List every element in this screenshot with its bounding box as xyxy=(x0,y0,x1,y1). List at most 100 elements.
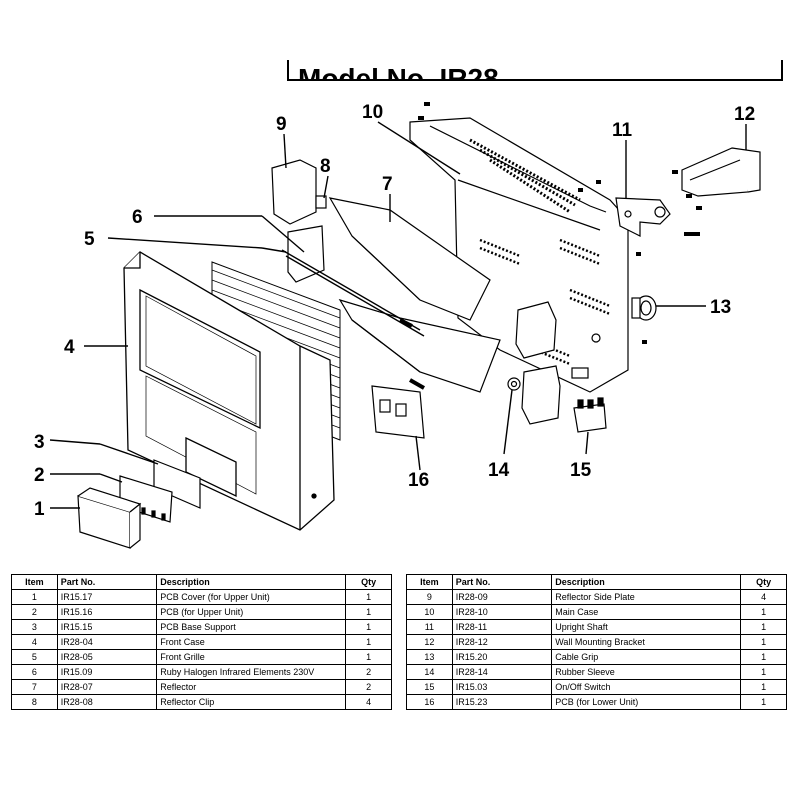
cell-qty: 1 xyxy=(740,604,787,620)
cell-description: On/Off Switch xyxy=(551,679,742,695)
cell-part-no: IR15.23 xyxy=(451,694,553,710)
cell-description: Ruby Halogen Infrared Elements 230V xyxy=(156,664,347,680)
pcb-base-support xyxy=(153,459,201,509)
reflector-clip xyxy=(315,195,327,209)
cell-description: Front Grille xyxy=(156,649,347,665)
callout-16: 16 xyxy=(408,470,429,491)
cell-qty: 1 xyxy=(740,634,787,650)
header-item: Item xyxy=(406,574,453,590)
exploded-parts-diagram: Model No. IR28 xyxy=(34,60,783,549)
cell-item: 14 xyxy=(406,664,453,680)
cell-description: Reflector Side Plate xyxy=(551,589,742,605)
cell-item: 7 xyxy=(11,679,58,695)
cell-part-no: IR28-11 xyxy=(451,619,553,635)
callout-5: 5 xyxy=(84,229,95,250)
header-qty: Qty xyxy=(345,574,392,590)
cell-qty: 1 xyxy=(740,679,787,695)
cell-item: 10 xyxy=(406,604,453,620)
cell-qty: 1 xyxy=(345,619,392,635)
callout-labels: 1 2 3 4 5 6 7 8 9 10 11 12 13 14 15 16 xyxy=(34,102,755,520)
header-part-no: Part No. xyxy=(451,574,553,590)
cell-item: 1 xyxy=(11,589,58,605)
callout-8: 8 xyxy=(320,156,331,177)
front-case xyxy=(123,251,335,531)
cell-qty: 1 xyxy=(345,589,392,605)
header-description: Description xyxy=(551,574,742,590)
cell-part-no: IR28-04 xyxy=(56,634,158,650)
callout-1: 1 xyxy=(34,499,45,520)
cell-part-no: IR15.17 xyxy=(56,589,158,605)
cell-part-no: IR28-10 xyxy=(451,604,553,620)
cell-description: Wall Mounting Bracket xyxy=(551,634,742,650)
header-qty: Qty xyxy=(740,574,787,590)
callout-14: 14 xyxy=(488,460,510,481)
cell-description: Reflector Clip xyxy=(156,694,347,710)
reflector-side-plates xyxy=(271,159,561,425)
cell-item: 12 xyxy=(406,634,453,650)
callout-6: 6 xyxy=(132,207,143,228)
rubber-sleeve xyxy=(507,377,521,391)
pcb-lower-unit xyxy=(371,385,425,439)
callout-10: 10 xyxy=(362,102,383,123)
callout-13: 13 xyxy=(710,297,731,318)
cell-qty: 1 xyxy=(345,634,392,650)
cell-part-no: IR28-05 xyxy=(56,649,158,665)
callout-9: 9 xyxy=(276,114,287,135)
cell-qty: 1 xyxy=(740,694,787,710)
cell-qty: 4 xyxy=(740,589,787,605)
callout-12: 12 xyxy=(734,104,755,125)
callout-3: 3 xyxy=(34,432,45,453)
cell-qty: 2 xyxy=(345,679,392,695)
table-header-row: Item Part No. Description Qty xyxy=(406,574,787,590)
cell-part-no: IR15.09 xyxy=(56,664,158,680)
model-title: Model No. IR28 xyxy=(298,63,499,94)
cell-qty: 1 xyxy=(740,649,787,665)
pcb-upper-unit xyxy=(119,475,173,523)
cell-item: 2 xyxy=(11,604,58,620)
halogen-elements xyxy=(281,249,425,390)
cell-part-no: IR28-07 xyxy=(56,679,158,695)
cell-item: 4 xyxy=(11,634,58,650)
cell-part-no: IR15.15 xyxy=(56,619,158,635)
callout-7: 7 xyxy=(382,174,393,195)
cell-item: 9 xyxy=(406,589,453,605)
callout-15: 15 xyxy=(570,460,592,481)
cell-description: Front Case xyxy=(156,634,347,650)
header-part-no: Part No. xyxy=(56,574,158,590)
cell-description: Upright Shaft xyxy=(551,619,742,635)
header-item: Item xyxy=(11,574,58,590)
screws xyxy=(418,102,702,344)
cell-item: 13 xyxy=(406,649,453,665)
cell-part-no: IR28-12 xyxy=(451,634,553,650)
callout-2: 2 xyxy=(34,465,45,486)
cell-part-no: IR28-14 xyxy=(451,664,553,680)
callout-11: 11 xyxy=(612,120,633,141)
callout-4: 4 xyxy=(64,337,75,358)
cell-item: 15 xyxy=(406,679,453,695)
on-off-switch xyxy=(573,397,607,433)
cell-part-no: IR28-08 xyxy=(56,694,158,710)
cell-description: Main Case xyxy=(551,604,742,620)
cell-item: 16 xyxy=(406,694,453,710)
upright-shaft xyxy=(615,197,671,237)
cell-item: 8 xyxy=(11,694,58,710)
cell-description: PCB (for Upper Unit) xyxy=(156,604,347,620)
cell-qty: 1 xyxy=(345,649,392,665)
cell-description: PCB Cover (for Upper Unit) xyxy=(156,589,347,605)
cell-item: 3 xyxy=(11,619,58,635)
